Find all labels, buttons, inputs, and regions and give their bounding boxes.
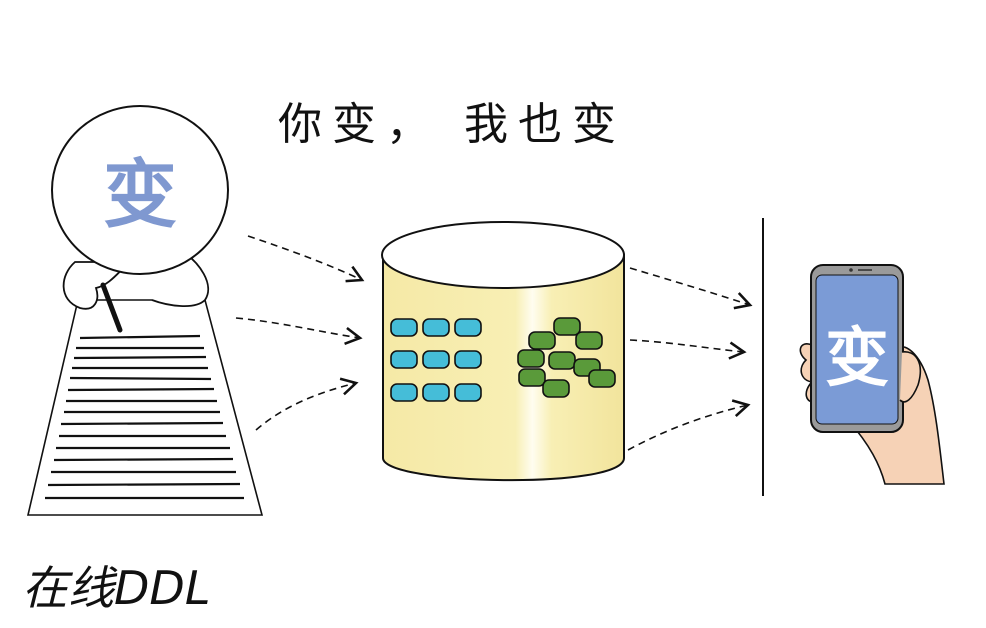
cyan-block: [422, 350, 450, 369]
green-block: [588, 369, 616, 388]
green-block: [553, 317, 581, 336]
thumb: [899, 351, 922, 403]
arrow-in-2: [235, 317, 363, 345]
green-blocks: [517, 317, 616, 398]
green-block: [518, 368, 546, 387]
writer-body: [62, 261, 133, 310]
head-glyph: 变: [103, 152, 177, 238]
phone-glyph: 变: [825, 322, 889, 396]
caption-online-ddl: 在线DDL: [22, 561, 211, 615]
writer-right-arm: [151, 249, 210, 307]
hand-holding-phone: 变: [799, 264, 945, 485]
input-arrows: [235, 235, 365, 431]
green-block: [528, 331, 556, 350]
paper-lines: [45, 334, 244, 500]
green-block: [548, 351, 576, 370]
cyan-block: [422, 383, 450, 402]
pen: [100, 282, 123, 333]
cyan-block: [454, 318, 482, 337]
cyan-blocks: [390, 318, 482, 402]
arrow-in-3: [255, 377, 359, 431]
arrow-out-1: [629, 267, 753, 310]
cyan-block: [390, 318, 418, 337]
arrow-out-3: [627, 399, 751, 451]
database-cylinder: [381, 221, 625, 482]
arrow-in-1: [247, 235, 365, 283]
cyan-block: [422, 318, 450, 337]
phone-screen: [815, 274, 899, 425]
writer-head: [51, 105, 229, 275]
green-block: [542, 379, 570, 398]
cyan-block: [454, 383, 482, 402]
cyan-block: [390, 350, 418, 369]
cyan-block: [390, 383, 418, 402]
cylinder-body: [382, 254, 625, 482]
green-block: [575, 331, 603, 350]
arrow-out-2: [629, 339, 747, 360]
cylinder-top: [381, 221, 625, 289]
writer-figure: 变: [26, 105, 264, 516]
cyan-block: [454, 350, 482, 369]
phone-camera: [849, 268, 853, 272]
output-arrows: [627, 267, 753, 451]
paper-sheet: [26, 299, 264, 516]
diagram-title: 你变， 我也变: [278, 99, 626, 150]
green-block: [517, 349, 545, 368]
